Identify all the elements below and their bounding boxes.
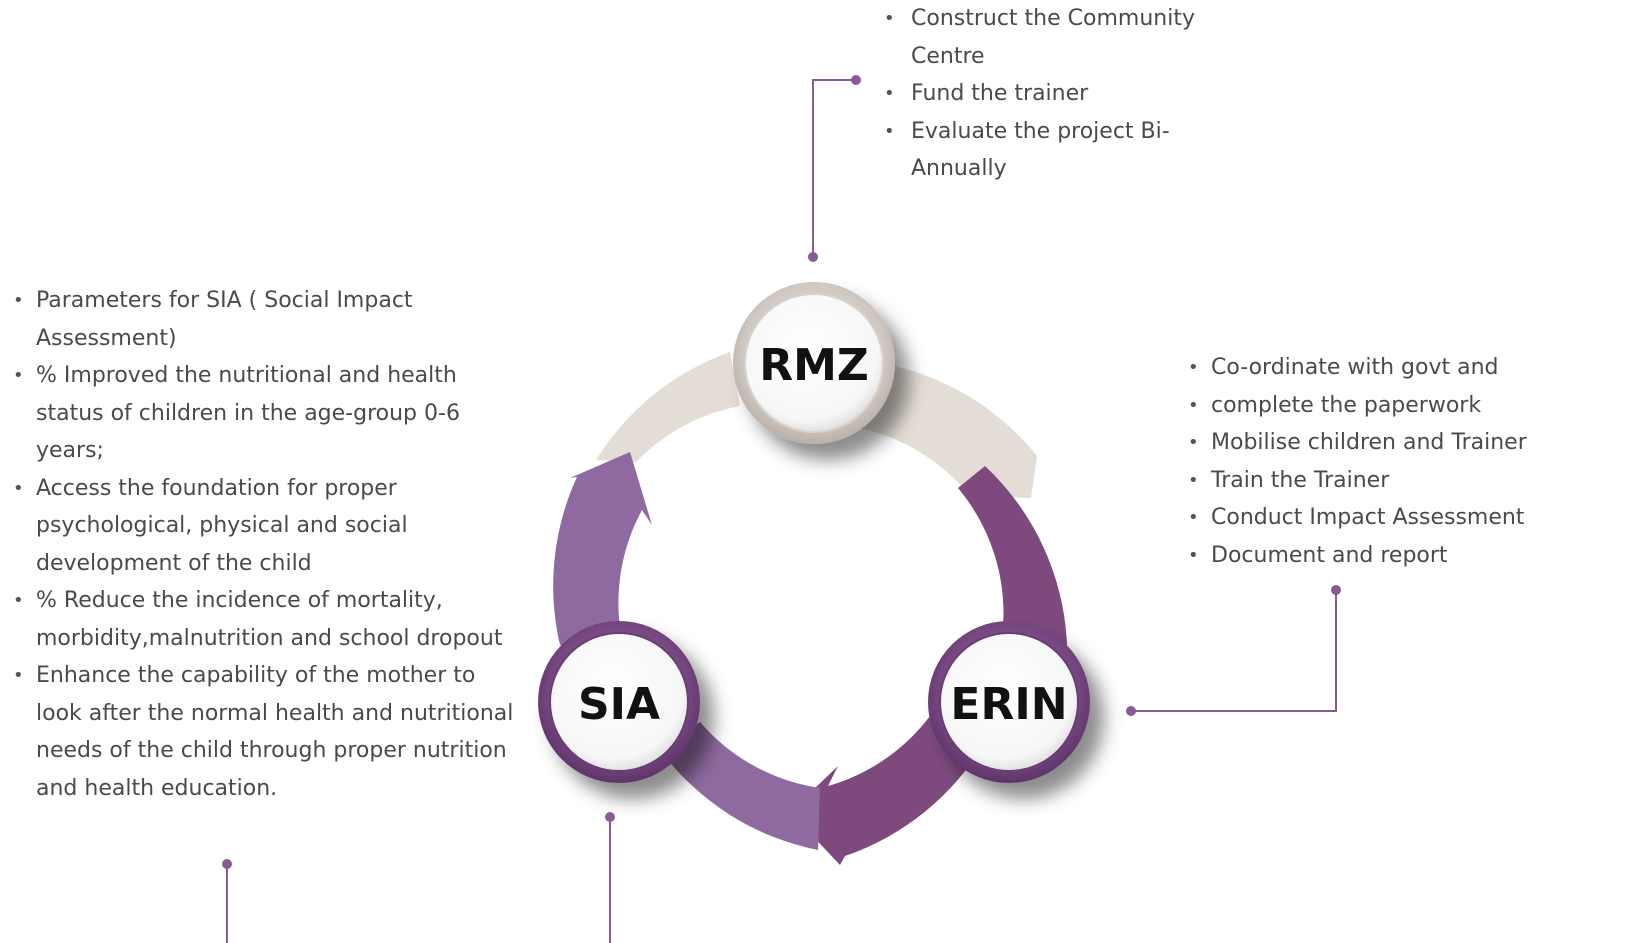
sia-task-item: Enhance the capability of the mother to … xyxy=(13,657,523,807)
sia-task-item: Access the foundation for proper psychol… xyxy=(13,470,523,583)
arrow-sia-to-rmz xyxy=(553,452,652,645)
connector-sia-dot-left xyxy=(222,859,232,869)
connector-rmz-dot-top xyxy=(851,75,861,85)
arrow-sia-bottom xyxy=(660,722,820,850)
erin-task-item: Mobilise children and Trainer xyxy=(1188,424,1608,462)
sia-task-item: % Reduce the incidence of mortality, mor… xyxy=(13,582,523,657)
erin-task-item: complete the paperwork xyxy=(1188,387,1608,425)
rmz-task-item: Fund the trainer xyxy=(884,75,1254,113)
node-sia-label: SIA xyxy=(578,679,660,730)
erin-task-item: Conduct Impact Assessment xyxy=(1188,499,1608,537)
rmz-task-item: Construct the Community Centre xyxy=(884,0,1254,75)
arrow-erin-to-sia-bottom xyxy=(790,716,985,865)
node-sia: SIA xyxy=(538,621,700,783)
erin-task-list: Co-ordinate with govt and complete the p… xyxy=(1188,349,1608,574)
node-rmz: RMZ xyxy=(733,282,895,444)
arrow-top-left-segment xyxy=(596,352,740,462)
erin-task-item: Document and report xyxy=(1188,537,1608,575)
connector-erin-dot-top xyxy=(1331,585,1341,595)
arrow-erin-to-sia xyxy=(958,466,1067,650)
node-rmz-label: RMZ xyxy=(759,340,869,391)
node-erin: ERIN xyxy=(928,621,1090,783)
sia-task-item: Parameters for SIA ( Social Impact Asses… xyxy=(13,282,523,357)
connector-erin-dot-left xyxy=(1126,706,1136,716)
node-erin-label: ERIN xyxy=(950,679,1067,730)
connector-sia xyxy=(226,817,611,943)
sia-task-item: % Improved the nutritional and health st… xyxy=(13,357,523,470)
erin-task-item: Train the Trainer xyxy=(1188,462,1608,500)
connector-sia-dot-top xyxy=(605,812,615,822)
connector-rmz-dot-bottom xyxy=(808,252,818,262)
rmz-task-list: Construct the Community Centre Fund the … xyxy=(884,0,1254,188)
rmz-task-item: Evaluate the project Bi-Annually xyxy=(884,113,1254,188)
connector-erin xyxy=(1131,590,1337,712)
erin-task-item: Co-ordinate with govt and xyxy=(1188,349,1608,387)
arrow-rmz-to-erin xyxy=(854,360,1037,498)
cycle-arrows xyxy=(553,352,1067,865)
sia-task-list: Parameters for SIA ( Social Impact Asses… xyxy=(13,282,523,807)
connector-rmz xyxy=(812,79,856,257)
